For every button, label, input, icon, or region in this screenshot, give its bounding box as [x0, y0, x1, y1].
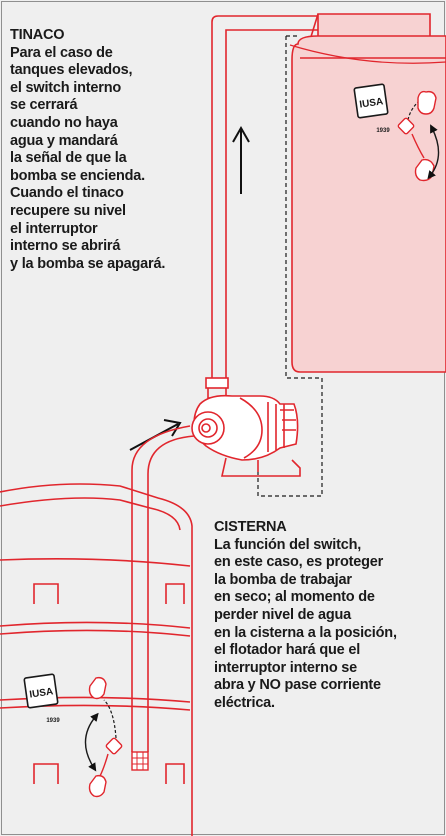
arrow-up-icon — [232, 125, 250, 194]
cisterna-line: la bomba de trabajar — [214, 571, 352, 588]
cisterna-line: en la cisterna a la posición, — [214, 624, 397, 641]
tinaco-line: y la bomba se apagará. — [10, 255, 166, 272]
tinaco-line: bomba se encienda. — [10, 167, 145, 184]
tinaco-line: el switch interno — [10, 79, 122, 96]
tinaco-line: el interruptor — [10, 220, 98, 237]
curved-double-arrow-icon — [427, 124, 440, 180]
cisterna-line: eléctrica. — [214, 694, 275, 711]
float-switch-bottom — [88, 676, 123, 798]
tinaco-line: Cuando el tinaco — [10, 185, 124, 202]
cisterna-description: CISTERNA La función del switch, en este … — [214, 519, 397, 713]
suction-pipe — [131, 425, 195, 752]
svg-text:1939: 1939 — [376, 128, 390, 134]
tinaco-line: recupere su nivel — [10, 202, 126, 219]
tinaco-line: agua y mandará — [10, 132, 118, 149]
discharge-pipe — [211, 15, 318, 378]
cisterna-line: en este caso, es proteger — [214, 554, 384, 571]
cisterna-line: el flotador hará que el — [214, 642, 361, 659]
tinaco-line: la señal de que la — [10, 150, 127, 167]
control-cable — [257, 35, 323, 497]
suction-strainer — [131, 751, 149, 771]
cisterna-line: La función del switch, — [214, 536, 362, 553]
iusa-logo-top: IUSA 1939 — [353, 83, 390, 134]
curved-double-arrow-icon — [84, 712, 99, 772]
cisterna-line: interruptor interno se — [214, 659, 358, 676]
water-pump — [191, 377, 301, 477]
iusa-logo-bottom: IUSA 1939 — [23, 673, 60, 724]
tinaco-heading: TINACO — [10, 27, 65, 43]
svg-text:IUSA: IUSA — [29, 686, 54, 700]
tinaco-line: se cerrará — [10, 97, 78, 114]
elevated-tank — [289, 13, 446, 373]
tinaco-line: interno se abrirá — [10, 238, 121, 255]
arrow-diagonal-icon — [129, 419, 182, 451]
tinaco-line: tanques elevados, — [10, 62, 133, 79]
cisterna-line: en seco; al momento de — [214, 589, 375, 606]
tinaco-line: Para el caso de — [10, 44, 113, 61]
cisterna-heading: CISTERNA — [214, 519, 287, 535]
svg-text:IUSA: IUSA — [359, 96, 384, 110]
cisterna-line: abra y NO pase corriente — [214, 677, 381, 694]
svg-text:1939: 1939 — [46, 718, 60, 724]
cisterna-line: perder nivel de agua — [214, 606, 352, 623]
tinaco-description: TINACO Para el caso de tanques elevados,… — [10, 27, 165, 273]
tinaco-line: cuando no haya — [10, 114, 118, 131]
